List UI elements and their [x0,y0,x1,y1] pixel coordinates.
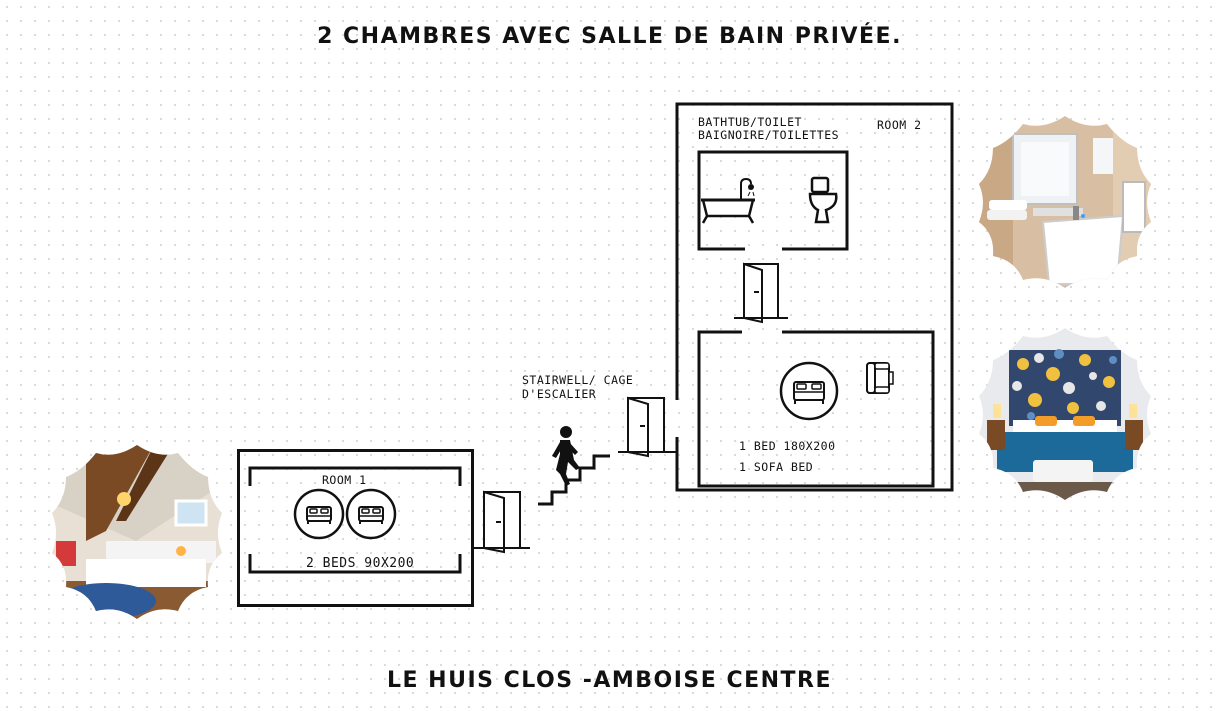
double-bed-icon [779,361,839,421]
stairwell-label-line1: STAIRWELL/ CAGE [522,373,634,387]
room-1-outline [237,449,474,607]
room-2-sofa-label: 1 SOFA BED [739,460,814,474]
bathroom-label-line1: BATHTUB/TOILET [698,115,802,129]
stairwell-label-line2: D'ESCALIER [522,387,597,401]
door-icon [618,396,678,458]
room-1-label: ROOM 1 [322,473,367,487]
page-title: 2 CHAMBRES AVEC SALLE DE BAIN PRIVÉE. [317,24,902,49]
room-2-label: ROOM 2 [877,118,922,132]
person-climbing-stairs-icon [538,426,610,506]
single-bed-icon [293,488,345,540]
footer-title: LE HUIS CLOS -AMBOISE CENTRE [386,668,833,693]
attic-room-photo [52,445,222,619]
armchair-icon [866,362,894,394]
bathtub-icon [701,177,755,224]
door-icon [474,490,530,554]
room-2-bed-label: 1 BED 180X200 [739,439,836,453]
bedroom-photo [979,328,1151,500]
door-icon [734,262,788,324]
single-bed-icon [345,488,397,540]
bathroom-photo [979,116,1151,288]
toilet-icon [808,176,838,224]
room-1-beds-label: 2 BEDS 90X200 [306,556,415,571]
bathroom-label-line2: BAIGNOIRE/TOILETTES [698,128,840,142]
